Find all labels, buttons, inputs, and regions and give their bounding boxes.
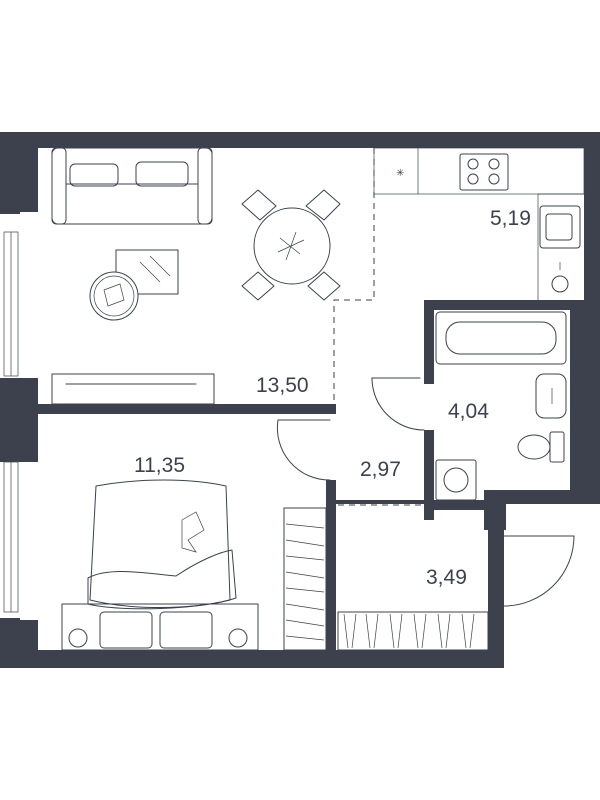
- svg-text:✳: ✳: [396, 168, 404, 179]
- bed-icon: [61, 479, 259, 651]
- area-living-room: 13,50: [256, 374, 309, 397]
- kitchen-counter: ✳: [373, 147, 585, 300]
- washbasin-icon: [535, 373, 567, 419]
- area-bedroom: 11,35: [134, 454, 185, 477]
- tv-unit-icon: [51, 373, 215, 405]
- dining-table-icon: [241, 189, 341, 301]
- wardrobe-icon: [283, 507, 327, 651]
- area-labels: 13,50 5,19 4,04 2,97 11,35 3,49: [134, 207, 531, 589]
- doors: [276, 377, 575, 607]
- hob-icon: [459, 153, 509, 191]
- area-hall: 2,97: [360, 458, 401, 481]
- hall-wardrobe-icon: [337, 611, 489, 651]
- zone-dividers: [333, 148, 424, 506]
- area-bathroom: 4,04: [448, 400, 489, 423]
- coffee-table-icon: [89, 249, 179, 321]
- windows: [3, 231, 19, 613]
- toilet-icon: [517, 431, 565, 463]
- washing-machine-icon: [435, 459, 477, 501]
- sink-icon: [539, 205, 581, 293]
- walls: [0, 132, 600, 668]
- sofa-icon: [51, 147, 213, 225]
- area-kitchen: 5,19: [490, 207, 531, 230]
- bathtub-icon: [435, 311, 567, 365]
- area-wardrobe: 3,49: [426, 566, 467, 589]
